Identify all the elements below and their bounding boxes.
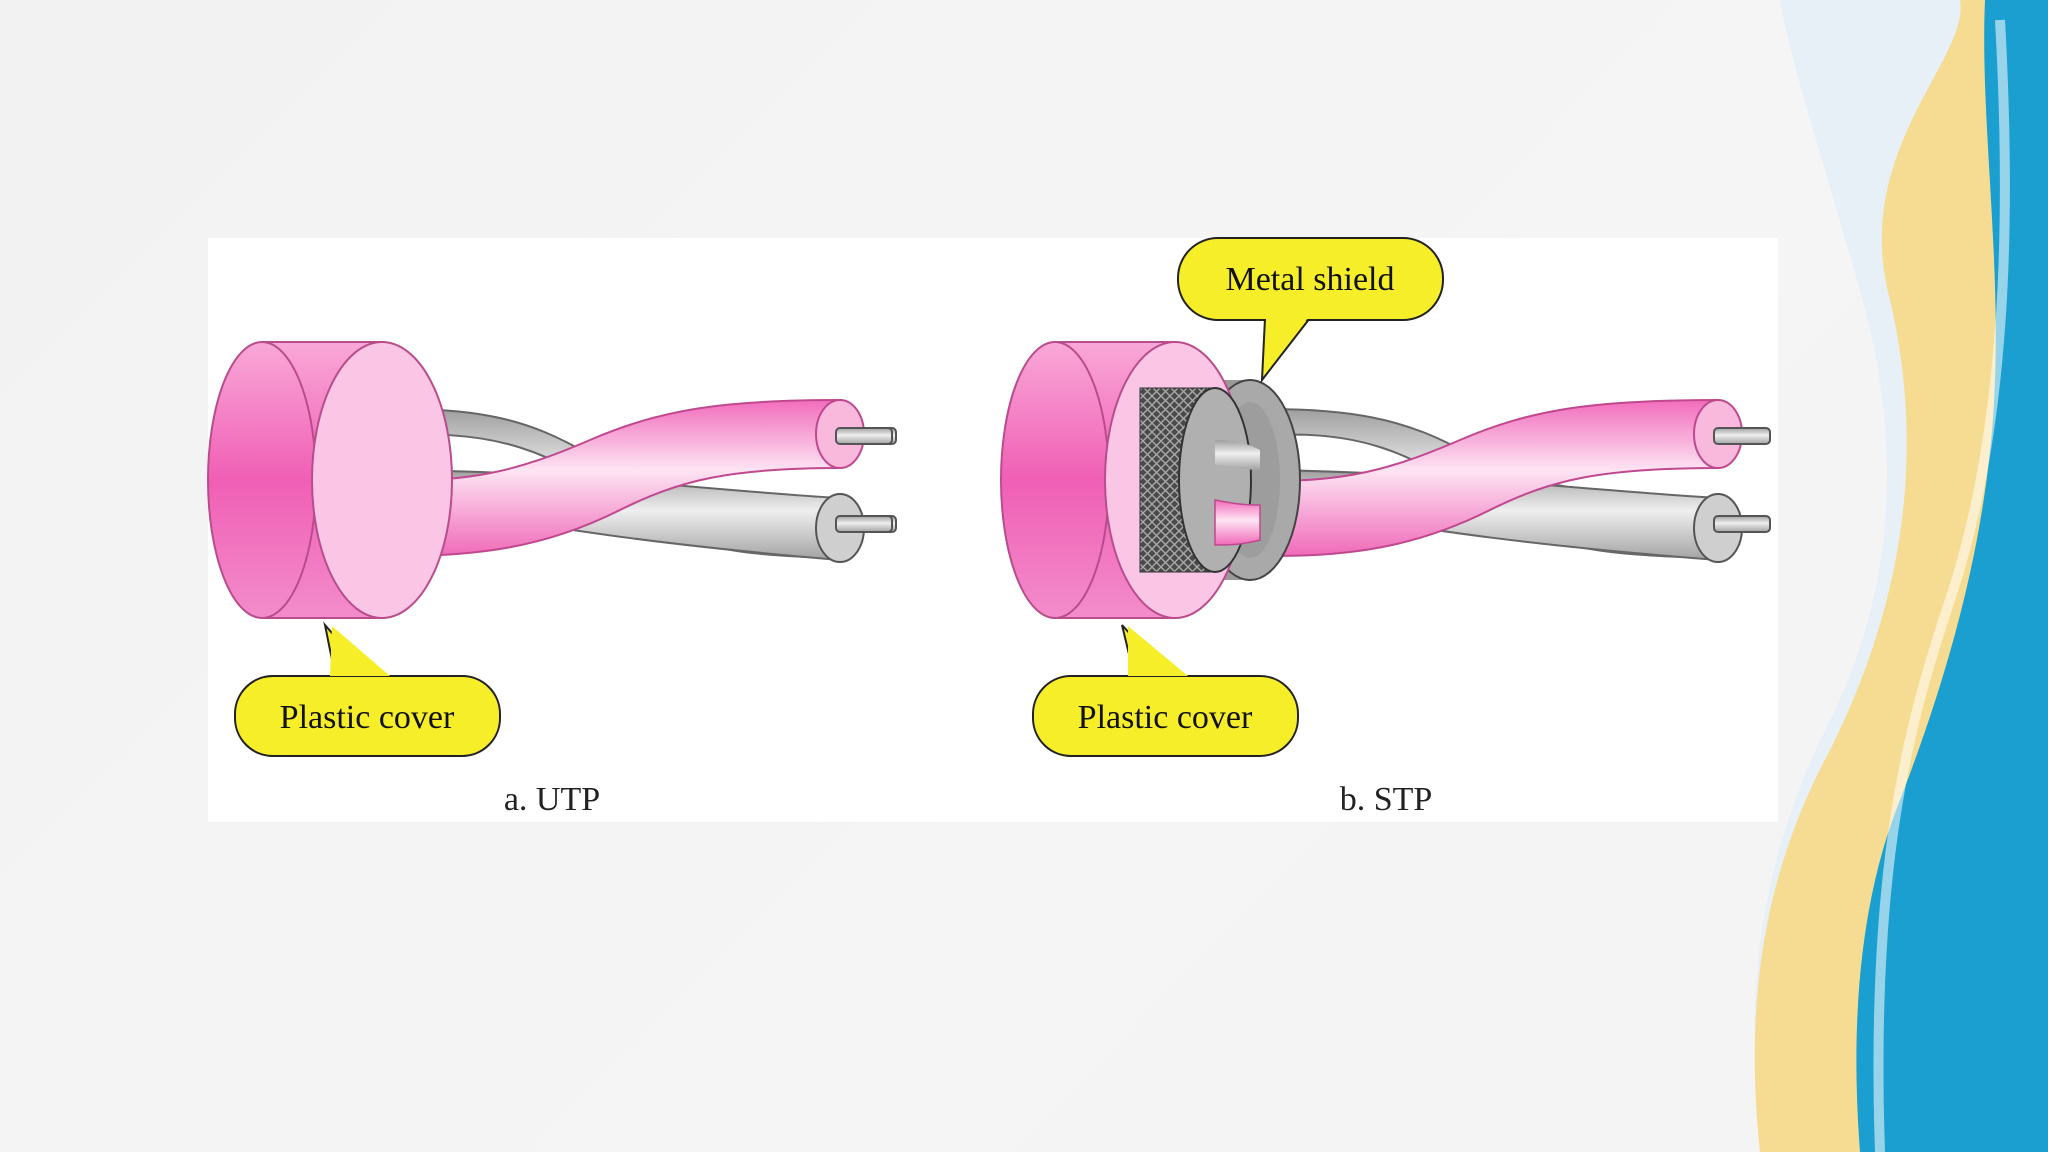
utp-diagram: Plastic cover a. UTP — [207, 340, 897, 818]
decorative-swoosh — [1754, 0, 2048, 1152]
stp-shield-callout — [1177, 237, 1444, 321]
utp-cover-label: Plastic cover — [280, 699, 455, 736]
stp-shield-label: Metal shield — [1225, 261, 1394, 298]
stp-caption: b. STP — [1340, 781, 1433, 818]
stp-cover-label: Plastic cover — [1078, 699, 1253, 736]
utp-caption: a. UTP — [504, 781, 600, 818]
stp-diagram: Metal shield Plastic cover b. STP — [1000, 237, 1771, 818]
